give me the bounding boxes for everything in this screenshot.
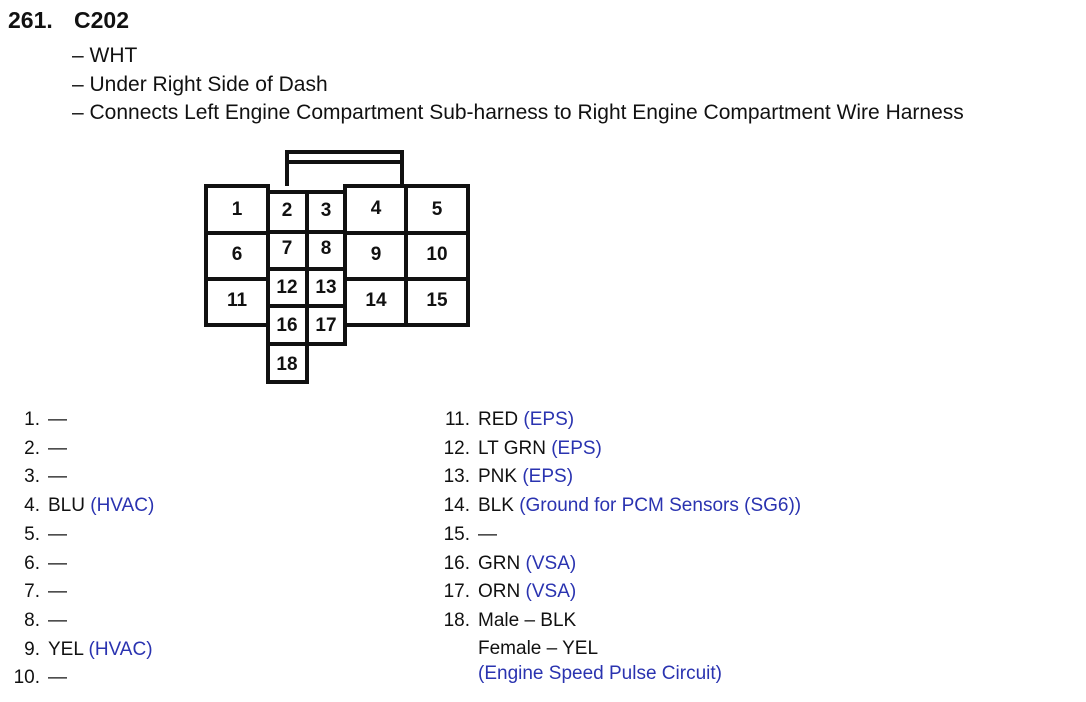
section-number: 261. bbox=[8, 7, 53, 33]
wire-color: BLK bbox=[478, 495, 514, 517]
pin-number: 6. bbox=[24, 552, 40, 574]
wire-color: RED bbox=[478, 409, 519, 430]
pin-row-12: 12. LT GRN (EPS) bbox=[430, 435, 801, 464]
pin-number: 1. bbox=[24, 409, 40, 430]
connector-details: – WHT – Under Right Side of Dash – Conne… bbox=[72, 42, 964, 128]
pin-number: 14. bbox=[443, 495, 470, 517]
wire-color-female: Female – YEL bbox=[478, 637, 599, 659]
pin-row-9: 9. YEL (HVAC) bbox=[8, 636, 154, 665]
pin-number: 4. bbox=[24, 495, 40, 517]
pin-number: 17. bbox=[443, 581, 470, 603]
circuit-note: (VSA) bbox=[525, 552, 577, 574]
wire-color: BLU bbox=[48, 495, 85, 517]
pin-row-3: 3. — bbox=[8, 463, 154, 492]
circuit-note: (EPS) bbox=[523, 409, 575, 430]
pin-number: 8. bbox=[24, 609, 40, 631]
cavity-15: 15 bbox=[426, 290, 448, 311]
pin-row-2: 2. — bbox=[8, 435, 154, 464]
pin-number: 3. bbox=[24, 466, 40, 488]
pin-row-7: 7. — bbox=[8, 578, 154, 607]
pin-list-right: 11. RED (EPS) 12. LT GRN (EPS) 13. PNK (EPS… bbox=[430, 406, 802, 686]
pin-number: 16. bbox=[443, 552, 470, 574]
cavity-12: 12 bbox=[276, 277, 297, 298]
cavity-16: 16 bbox=[276, 315, 297, 336]
circuit-note: (VSA) bbox=[525, 581, 577, 603]
connector-face-drawing: 1 2 3 4 5 6 7 8 9 10 11 12 13 14 15 16 1… bbox=[204, 150, 470, 384]
wire-color: LT GRN bbox=[478, 437, 546, 459]
cavity-10: 10 bbox=[426, 244, 447, 265]
pin-row-14: 14. BLK (Ground for PCM Sensors (SG6)) bbox=[430, 492, 802, 521]
circuit-note: (HVAC) bbox=[90, 495, 155, 517]
wire-color: YEL bbox=[48, 638, 84, 660]
cavity-18: 18 bbox=[276, 354, 297, 375]
circuit-note: (EPS) bbox=[551, 437, 602, 459]
wire-color: — bbox=[48, 609, 67, 631]
cavity-2: 2 bbox=[282, 200, 293, 221]
pin-number: 7. bbox=[24, 581, 40, 603]
pin-row-6: 6. — bbox=[8, 550, 154, 579]
wire-color: — bbox=[48, 581, 67, 603]
cavity-1: 1 bbox=[232, 199, 243, 220]
pin-row-8: 8. — bbox=[8, 607, 154, 636]
wire-color: ORN bbox=[478, 581, 521, 603]
wire-color-male: Male – BLK bbox=[478, 609, 577, 631]
connector-id: C202 bbox=[74, 7, 129, 33]
pin-row-18: 18. Male – BLK Female – YEL (Engine Speed P… bbox=[430, 607, 801, 686]
pin-number: 13. bbox=[443, 466, 470, 488]
pin-row-13: 13. PNK (EPS) bbox=[430, 463, 801, 492]
connector-diagram: 1 2 3 4 5 6 7 8 9 10 11 12 13 14 15 16 1… bbox=[200, 146, 480, 386]
cavity-8: 8 bbox=[321, 238, 332, 259]
circuit-note: (EPS) bbox=[522, 466, 574, 488]
pin-number: 9. bbox=[24, 638, 40, 660]
cavity-14: 14 bbox=[365, 290, 387, 311]
cavity-6: 6 bbox=[232, 244, 243, 265]
pin-list-left: 1. — 2. — 3. — 4. BLU (HVAC) 5. — 6. — 7. — 8. —… bbox=[8, 406, 155, 693]
pin-number: 5. bbox=[24, 523, 40, 545]
cavity-7: 7 bbox=[282, 238, 293, 259]
cavity-17: 17 bbox=[315, 315, 336, 336]
pin-number: 12. bbox=[443, 437, 470, 459]
pin-number: 11. bbox=[444, 409, 470, 430]
lock-tab-outer bbox=[285, 150, 404, 186]
wire-color: — bbox=[48, 437, 67, 459]
pin-row-1: 1. — bbox=[8, 406, 154, 435]
cavity-5: 5 bbox=[432, 199, 443, 220]
pin-row-17: 17. ORN (VSA) bbox=[430, 578, 801, 607]
wire-color: — bbox=[48, 409, 67, 430]
pin-row-5: 5. — bbox=[8, 521, 154, 550]
detail-connects: – Connects Left Engine Compartment Sub-h… bbox=[72, 101, 964, 124]
circuit-note: (Ground for PCM Sensors (SG6)) bbox=[519, 495, 802, 517]
pin-number: 18. bbox=[443, 609, 470, 631]
cavity-11: 11 bbox=[227, 290, 248, 311]
wire-color: — bbox=[478, 523, 497, 545]
wire-color: — bbox=[48, 667, 67, 689]
circuit-note: (HVAC) bbox=[88, 638, 153, 660]
pin-row-4: 4. BLU (HVAC) bbox=[8, 492, 154, 521]
pin-number: 15. bbox=[443, 523, 470, 545]
wire-color: — bbox=[48, 466, 67, 488]
cavity-9: 9 bbox=[371, 244, 382, 265]
wire-color: PNK bbox=[478, 466, 518, 488]
page-title: 261. C202 bbox=[8, 7, 129, 34]
pin-row-10: 10. — bbox=[8, 664, 154, 693]
detail-location: – Under Right Side of Dash bbox=[72, 72, 328, 96]
detail-color: – WHT bbox=[72, 44, 138, 67]
wire-color: — bbox=[48, 552, 67, 574]
pin-row-15: 15. — bbox=[430, 521, 801, 550]
pin-number: 2. bbox=[24, 437, 40, 459]
cavity-13: 13 bbox=[315, 277, 336, 298]
wire-color: GRN bbox=[478, 552, 521, 574]
wire-color: — bbox=[48, 523, 67, 545]
pin-number: 10. bbox=[13, 667, 40, 689]
pin-row-11: 11. RED (EPS) bbox=[430, 406, 801, 435]
pin-row-16: 16. GRN (VSA) bbox=[430, 550, 801, 579]
cavity-4: 4 bbox=[371, 198, 382, 219]
circuit-note: (Engine Speed Pulse Circuit) bbox=[478, 662, 722, 684]
cavity-3: 3 bbox=[321, 200, 332, 221]
